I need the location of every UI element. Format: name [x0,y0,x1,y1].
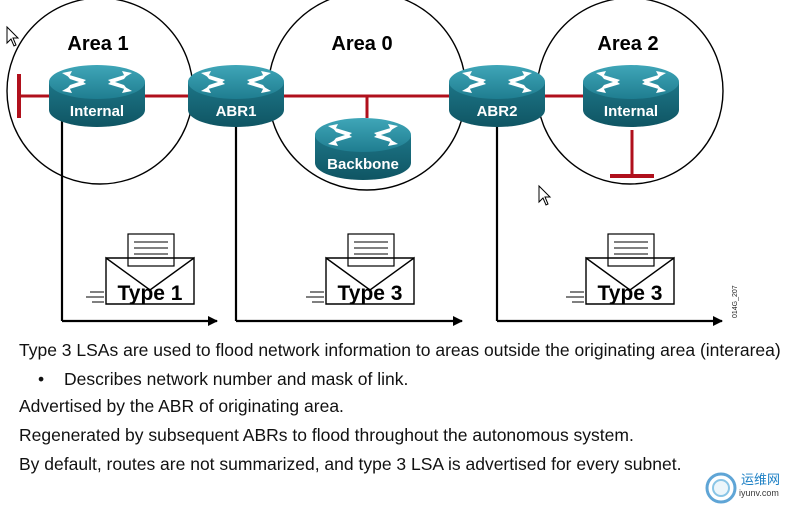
lsa-flood-arrows [60,113,723,326]
explanation-text: Type 3 LSAs are used to flood network in… [19,340,803,483]
lsa-envelope-middle: Type 3 [305,233,415,305]
router-backbone-label: Backbone [327,156,399,173]
router-abr1: ABR1 [188,65,284,127]
sub-bullet-network-mask: Describes network number and mask of lin… [19,369,803,390]
watermark-subtext: iyunv.com [739,488,779,498]
router-internal-area1-label: Internal [70,103,124,120]
lsa-envelope-left-label: Type 1 [118,282,183,305]
bullet-regenerated: Regenerated by subsequent ABRs to flood … [19,425,634,445]
ospf-lsa-diagram: Internal ABR1 Backbone ABR2 Internal Are… [6,0,739,326]
watermark: 运维网 iyunv.com [703,468,799,508]
router-internal-area2-label: Internal [604,103,658,120]
lsa-envelope-right: Type 3 [565,233,675,305]
router-backbone: Backbone [315,118,411,180]
figure-code: 014G_207 [732,285,739,318]
router-abr2: ABR2 [449,65,545,127]
bullet-type3-description: Type 3 LSAs are used to flood network in… [19,340,781,360]
watermark-logo-icon [705,472,737,504]
lsa-envelope-middle-label: Type 3 [338,282,403,305]
area0-label: Area 0 [331,33,392,55]
watermark-text: 运维网 [741,472,781,487]
router-abr1-label: ABR1 [216,103,257,120]
mouse-cursor-icon [6,25,20,47]
router-abr2-label: ABR2 [477,103,518,120]
router-internal-area1: Internal [49,65,145,127]
router-internal-area2: Internal [583,65,679,127]
bullet-advertised-by-abr: Advertised by the ABR of originating are… [19,396,344,416]
area1-label: Area 1 [67,33,128,55]
bullet-not-summarized: By default, routes are not summarized, a… [19,454,682,474]
area2-label: Area 2 [597,33,658,55]
lsa-envelope-right-label: Type 3 [598,282,663,305]
mouse-cursor-icon [538,184,552,206]
lsa-envelope-left: Type 1 [85,233,195,305]
